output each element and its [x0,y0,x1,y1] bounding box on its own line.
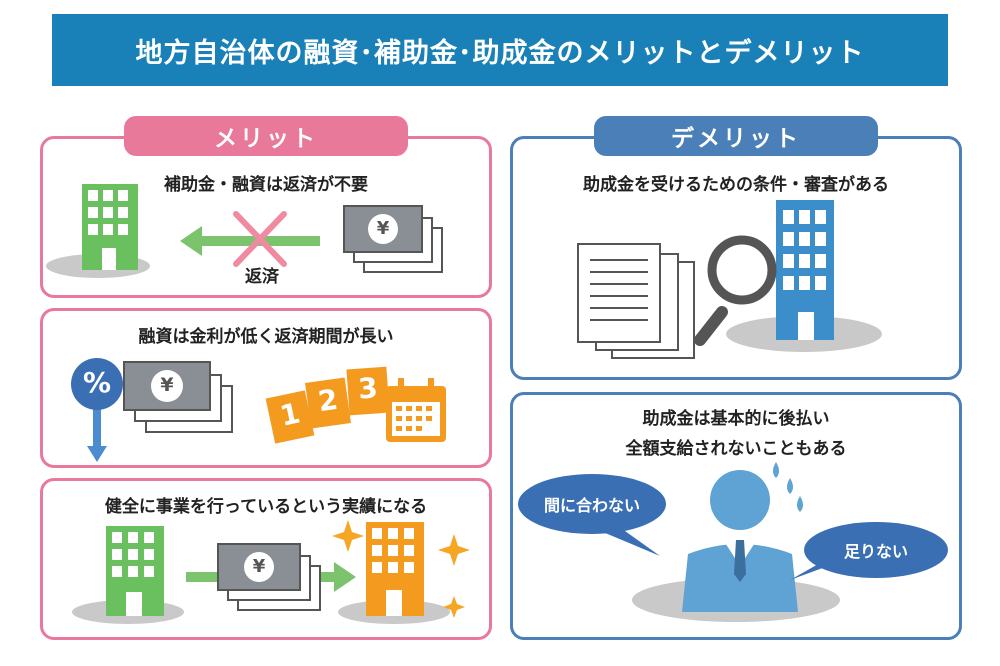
building-icon [366,522,424,616]
banknote-icon [217,543,321,611]
percent-symbol: % [82,366,112,399]
speech-bubble-left [518,474,666,556]
yen-symbol: ¥ [376,218,390,239]
building-icon [776,200,834,340]
number-cards [265,366,390,444]
document-icon [577,243,695,359]
repayment-label: 返済 [245,267,279,287]
cross-icon [233,211,287,267]
bubble-text-not-enough: 足りない [843,542,908,561]
calendar-icon [386,378,446,442]
magnifier-icon [694,235,777,346]
demerit-caption-2-line-2: 全額支給されないこともある [625,439,847,459]
banknote-icon [123,361,233,433]
yen-symbol: ¥ [252,556,266,577]
merit-caption-3: 健全に事業を行っているという実績になる [104,497,428,517]
speech-bubble-right [790,522,948,580]
person-icon [682,470,798,612]
demerit-caption-2-line-1: 助成金は基本的に後払い [642,409,830,429]
page-title: 地方自治体の融資･補助金･助成金のメリットとデメリット [52,14,948,86]
demerit-label: デメリット [594,116,878,156]
banknote-icon [343,205,443,273]
sparkle-icon [332,520,470,618]
merit-caption-2: 融資は金利が低く返済期間が長い [138,327,394,347]
building-icon [106,526,164,616]
merit-caption-1: 補助金・融資は返済が不要 [164,175,368,195]
bubble-text-not-in-time: 間に合わない [543,496,640,515]
merit-label: メリット [124,116,408,156]
demerit-caption-1: 助成金を受けるための条件・審査がある [583,175,889,195]
yen-symbol: ¥ [160,374,174,396]
percent-icon [71,358,123,462]
building-icon [82,184,138,270]
sweat-drop-icon [773,462,803,512]
